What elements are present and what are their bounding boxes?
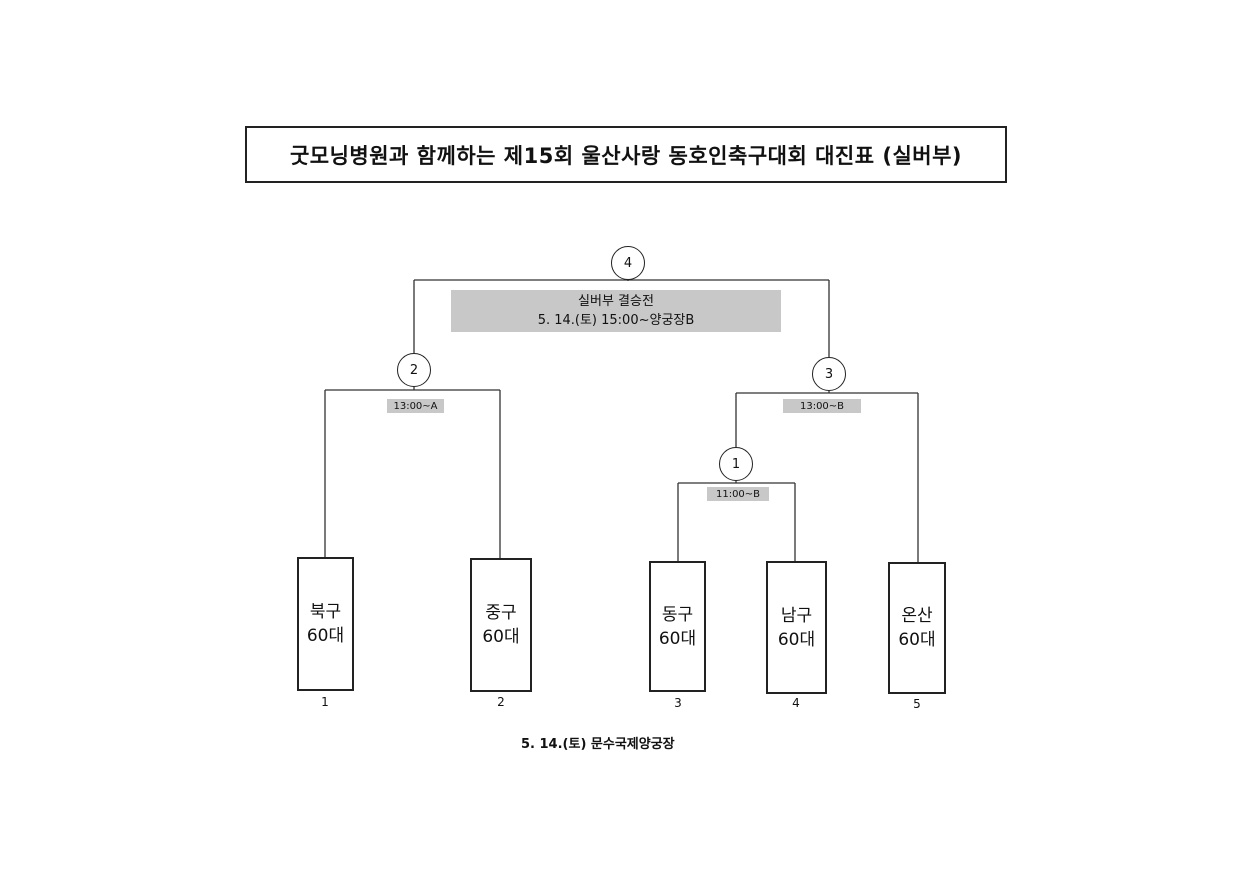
venue-note: 5. 14.(토) 문수국제양궁장 [521,737,675,752]
match-1-circle: 1 [719,447,753,481]
seed-number: 1 [321,695,329,709]
match-1-time: 11:00~B [707,487,769,501]
match-2-circle: 2 [397,353,431,387]
final-match-name: 실버부 결승전 [578,294,654,309]
team-box-namgu: 남구 60대 [766,561,827,694]
team-age-group: 60대 [898,630,936,650]
match-2-time: 13:00~A [387,399,444,413]
team-name: 동구 [661,604,694,625]
team-age-group: 60대 [658,628,697,649]
team-age-group: 60대 [777,629,816,650]
team-name: 온산 [901,606,933,626]
match-3-time: 13:00~B [783,399,861,413]
team-age-group: 60대 [482,627,520,647]
team-name: 남구 [780,605,813,626]
seed-number: 5 [913,697,921,711]
final-match-schedule: 5. 14.(토) 15:00~양궁장B [537,313,695,328]
page-title: 굿모닝병원과 함께하는 제15회 울산사랑 동호인축구대회 대진표 (실버부) [245,126,1007,183]
seed-number: 3 [674,696,682,710]
match-4-circle: 4 [611,246,645,280]
seed-number: 2 [497,695,505,709]
team-box-junggu: 중구 60대 [470,558,532,692]
team-box-donggu: 동구 60대 [649,561,706,692]
team-age-group: 60대 [306,626,345,646]
match-3-circle: 3 [812,357,846,391]
team-name: 중구 [485,603,517,623]
final-match-label: 실버부 결승전 5. 14.(토) 15:00~양궁장B [451,290,781,332]
team-name: 북구 [309,602,342,622]
team-box-bukgu: 북구 60대 [297,557,354,691]
team-box-onsan: 온산 60대 [888,562,946,694]
seed-number: 4 [792,696,800,710]
